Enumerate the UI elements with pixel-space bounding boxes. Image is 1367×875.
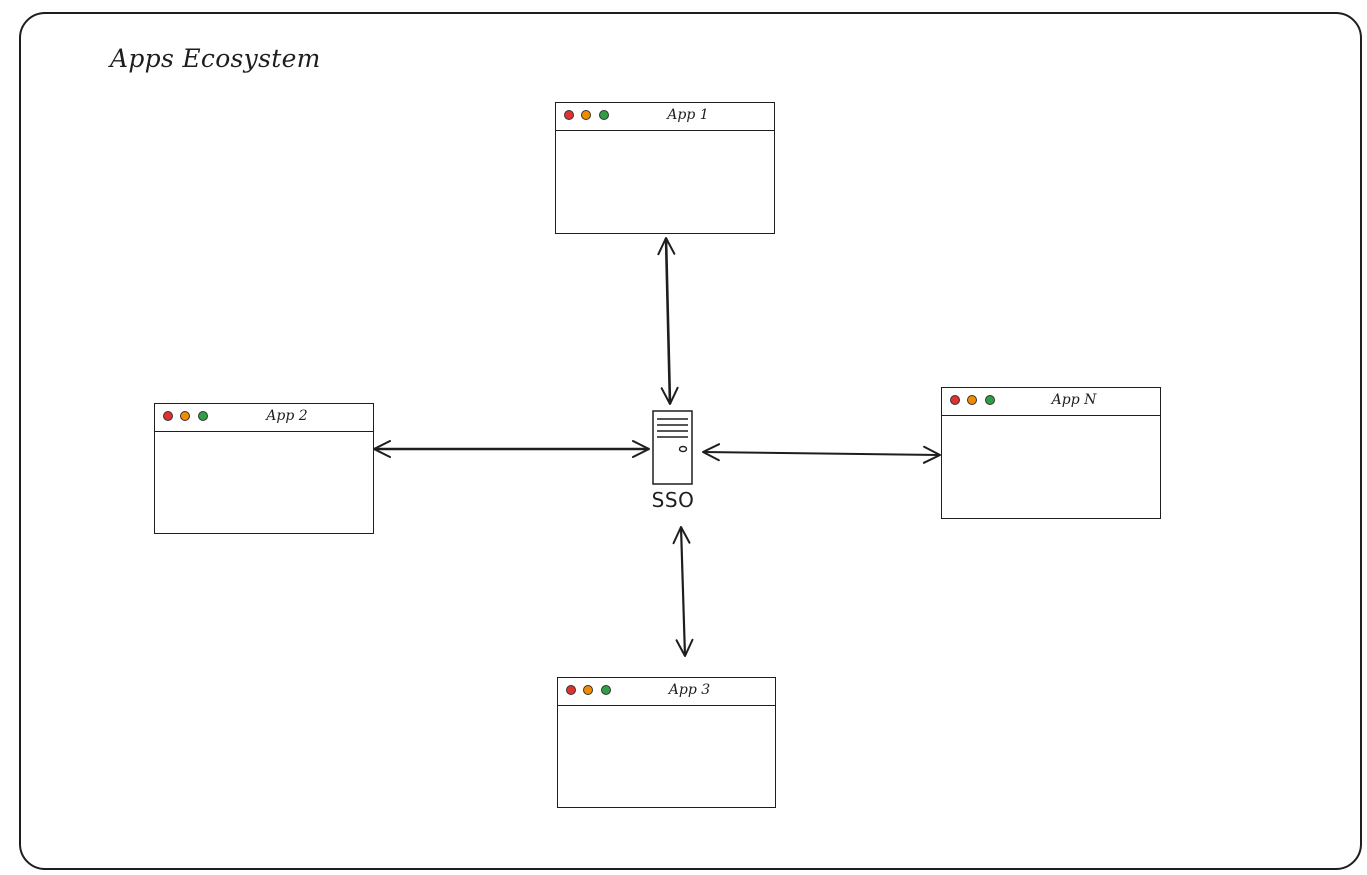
minimize-dot-icon (967, 395, 977, 405)
close-dot-icon (564, 110, 574, 120)
sso-label: SSO (651, 488, 695, 512)
app-titlebar: App 3 (558, 678, 775, 706)
frame-title: Apps Ecosystem (110, 44, 321, 73)
app-titlebar: App 1 (556, 103, 774, 131)
app-window-app1[interactable]: App 1 (555, 102, 775, 234)
app-title: App N (1051, 392, 1097, 408)
close-dot-icon (163, 411, 173, 421)
app-window-appn[interactable]: App N (941, 387, 1161, 519)
app-window-app3[interactable]: App 3 (557, 677, 776, 808)
maximize-dot-icon (601, 685, 611, 695)
app-title: App 2 (266, 408, 308, 424)
maximize-dot-icon (198, 411, 208, 421)
app-body (155, 432, 373, 533)
app-body (942, 416, 1160, 518)
app-body (556, 131, 774, 233)
minimize-dot-icon (583, 685, 593, 695)
app-titlebar: App N (942, 388, 1160, 416)
close-dot-icon (950, 395, 960, 405)
server-icon (652, 410, 693, 485)
minimize-dot-icon (581, 110, 591, 120)
ecosystem-frame (19, 12, 1362, 870)
maximize-dot-icon (985, 395, 995, 405)
app-title: App 1 (667, 107, 709, 123)
app-title: App 3 (668, 682, 711, 698)
app-body (558, 706, 775, 807)
maximize-dot-icon (599, 110, 609, 120)
close-dot-icon (566, 685, 576, 695)
app-window-app2[interactable]: App 2 (154, 403, 374, 534)
app-titlebar: App 2 (155, 404, 373, 432)
minimize-dot-icon (180, 411, 190, 421)
